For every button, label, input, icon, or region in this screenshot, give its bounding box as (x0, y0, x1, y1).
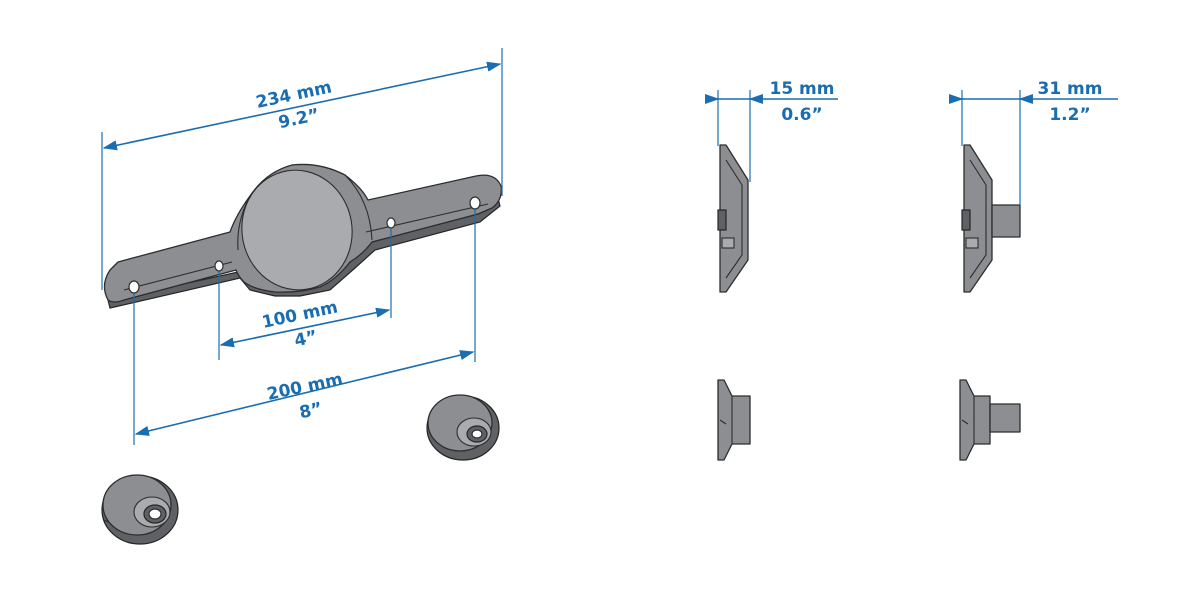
dimension-depth-flat: 15 mm 0.6” (705, 79, 838, 182)
dimension-depth-spacer: 31 mm 1.2” (949, 79, 1118, 205)
spacer-left (101, 474, 179, 545)
side-view-spacer-small-long (959, 379, 1021, 461)
outer-spacing-metric: 200 mm (265, 369, 344, 405)
outer-spacing-imperial: 8” (298, 399, 325, 423)
mount-hole-outer-right (469, 196, 481, 210)
side-view-spacer (961, 144, 1021, 293)
inner-spacing-metric: 100 mm (260, 297, 339, 333)
mount-hole-inner-left (214, 260, 224, 272)
side-view-spacer-small-flat (717, 379, 751, 461)
mount-hole-outer-left (128, 280, 140, 294)
depth-spacer-imperial: 1.2” (1049, 105, 1090, 125)
inner-spacing-imperial: 4” (293, 327, 320, 351)
mount-hole-inner-right (386, 217, 396, 229)
mounting-plate (103, 163, 502, 309)
spacer-right (426, 394, 500, 461)
depth-spacer-metric: 31 mm (1037, 79, 1102, 99)
side-view-flat (717, 144, 749, 293)
depth-flat-metric: 15 mm (769, 79, 834, 99)
depth-flat-imperial: 0.6” (781, 105, 822, 125)
